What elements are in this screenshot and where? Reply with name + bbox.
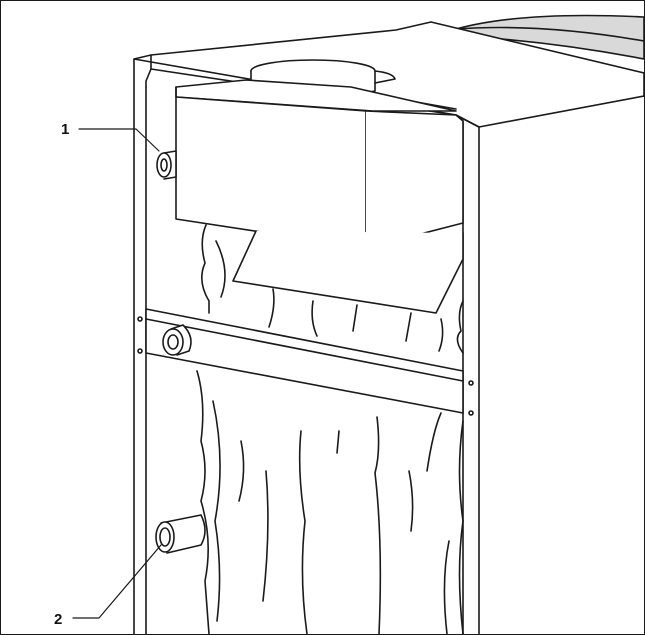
lower-connector-bore xyxy=(159,527,171,547)
hood-box-side xyxy=(365,110,464,249)
bag-fold-2 xyxy=(311,300,318,337)
upper-connector-bore xyxy=(160,158,168,172)
lower-fold-8 xyxy=(426,412,442,472)
filter-bag-lower xyxy=(196,370,464,634)
filter-bag-upper xyxy=(201,224,464,354)
callout-label-1: 1 xyxy=(61,121,70,138)
bag-fold-3 xyxy=(352,304,358,332)
lower-fold-7 xyxy=(408,470,414,532)
rail-screw-right-top xyxy=(468,380,474,386)
callout-label-2: 2 xyxy=(54,611,63,628)
lower-connector-face xyxy=(155,521,175,553)
bag-fold-6 xyxy=(215,240,226,298)
bag-fold-4 xyxy=(405,312,412,342)
hood-box-front xyxy=(175,86,367,249)
rail-screw-left-top xyxy=(137,316,143,322)
flue-collar-opening xyxy=(374,70,396,84)
leader-line-2 xyxy=(72,544,162,619)
top-duct-edge xyxy=(455,26,644,42)
lower-fold-4 xyxy=(298,430,308,634)
rail-screw-right-bottom xyxy=(468,410,474,416)
top-duct xyxy=(455,14,644,60)
deflector-plate xyxy=(232,230,464,314)
upper-connector-face xyxy=(156,152,172,178)
support-rail xyxy=(145,308,464,414)
bag-fold-1 xyxy=(268,288,275,328)
lower-fold-2 xyxy=(238,440,245,502)
lower-fold-5 xyxy=(336,430,340,454)
middle-fitting-face xyxy=(162,328,184,356)
lower-fold-6 xyxy=(374,416,382,634)
lower-fold-9 xyxy=(443,540,450,634)
middle-fitting-bore xyxy=(167,334,179,350)
lower-fold-3 xyxy=(262,470,269,602)
bag-fold-5 xyxy=(438,318,444,352)
support-rail-edge xyxy=(145,318,464,382)
leader-line-1 xyxy=(78,128,160,152)
rail-screw-left-bottom xyxy=(137,348,143,354)
lower-fold-1 xyxy=(212,400,221,622)
cabinet-top-inner-edge xyxy=(145,68,152,88)
